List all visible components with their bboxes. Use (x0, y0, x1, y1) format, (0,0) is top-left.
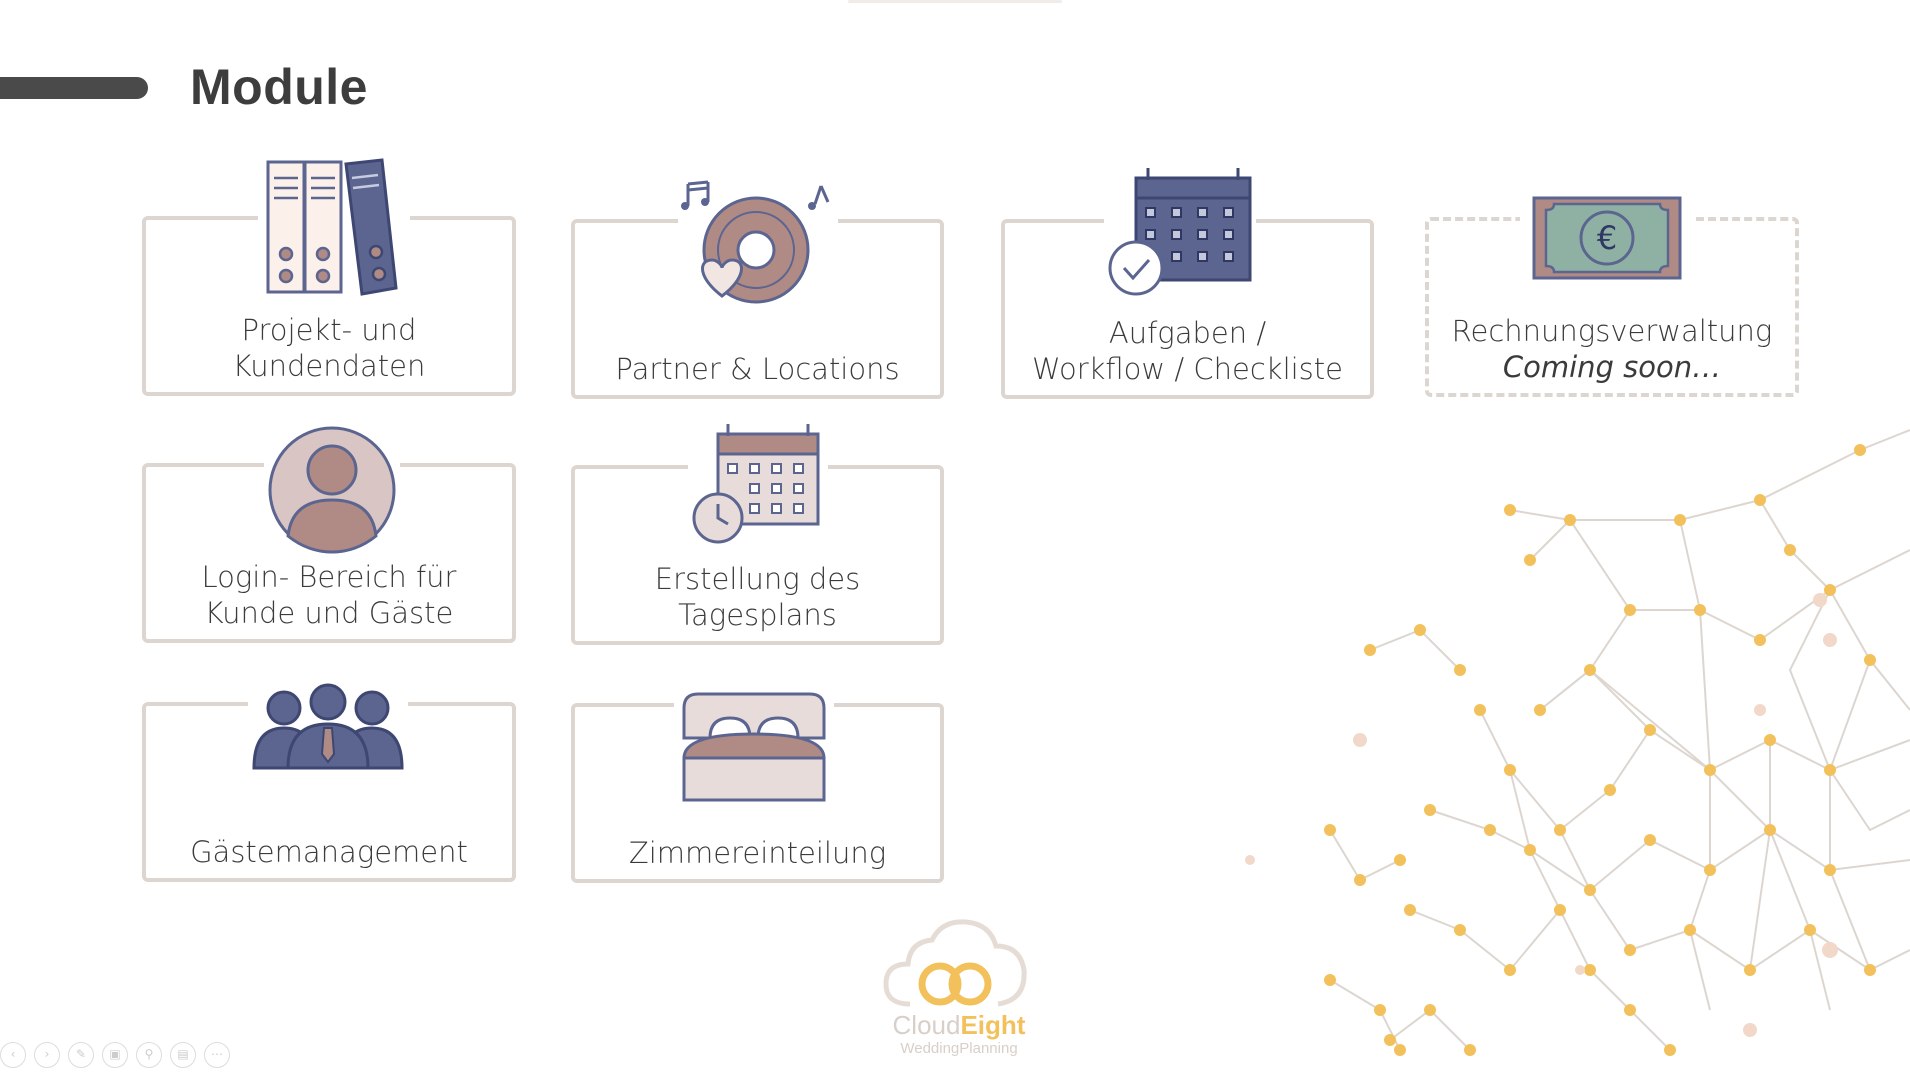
module-label-line2: Workflow / Checkliste (1031, 352, 1343, 386)
module-label-line1: Projekt- und (241, 313, 417, 347)
calendar-clock-icon (688, 422, 828, 546)
module-label-line1: Login- Bereich für (201, 560, 457, 594)
module-label-line1: Partner & Locations (615, 352, 900, 386)
module-label-line1: Rechnungsverwaltung (1451, 314, 1773, 348)
module-label-line1: Aufgaben / (1108, 316, 1267, 350)
network-decoration (1245, 429, 1910, 1056)
cloud-rings-icon (883, 919, 1027, 1007)
cloudeight-logo: CloudEight WeddingPlanning (880, 912, 1030, 1062)
pen-icon[interactable]: ✎ (68, 1042, 94, 1068)
slideshow-controls: ‹ › ✎ ▣ ⚲ ▤ ⋯ (0, 1042, 230, 1072)
more-options-icon[interactable]: ⋯ (204, 1042, 230, 1068)
logo-tagline: WeddingPlanning (900, 1040, 1018, 1057)
page-title: Module (190, 59, 368, 115)
module-card-aufgaben[interactable]: Aufgaben / Workflow / Checkliste (1001, 219, 1374, 399)
logo-brand-a: Cloud (892, 1010, 961, 1040)
euro-banknote-icon: € (1520, 190, 1692, 286)
subtitles-icon[interactable]: ▤ (170, 1042, 196, 1068)
group-people-icon (248, 682, 408, 772)
svg-text:€: € (1597, 219, 1617, 257)
module-label-line2: Kundendaten (232, 349, 426, 383)
vinyl-music-heart-icon (678, 176, 838, 316)
module-label-line2: Tagesplans (678, 598, 837, 632)
prev-slide-button[interactable]: ‹ (0, 1042, 26, 1068)
calendar-check-icon (1104, 166, 1256, 300)
next-slide-button[interactable]: › (34, 1042, 60, 1068)
module-label-line1: Erstellung des (654, 562, 861, 596)
coming-soon-label: Coming soon… (1502, 350, 1722, 384)
bed-icon (674, 688, 834, 808)
module-label-line1: Gästemanagement (190, 835, 468, 869)
title-accent-bar (0, 77, 148, 99)
module-label-line2: Kunde und Gäste (204, 596, 454, 630)
user-avatar-icon (264, 422, 400, 558)
binders-icon (258, 156, 410, 300)
top-tab-indicator (848, 0, 1062, 3)
slides-icon[interactable]: ▣ (102, 1042, 128, 1068)
logo-brand-b: Eight (960, 1010, 1026, 1040)
zoom-icon[interactable]: ⚲ (136, 1042, 162, 1068)
module-label-line1: Zimmereinteilung (628, 836, 887, 870)
